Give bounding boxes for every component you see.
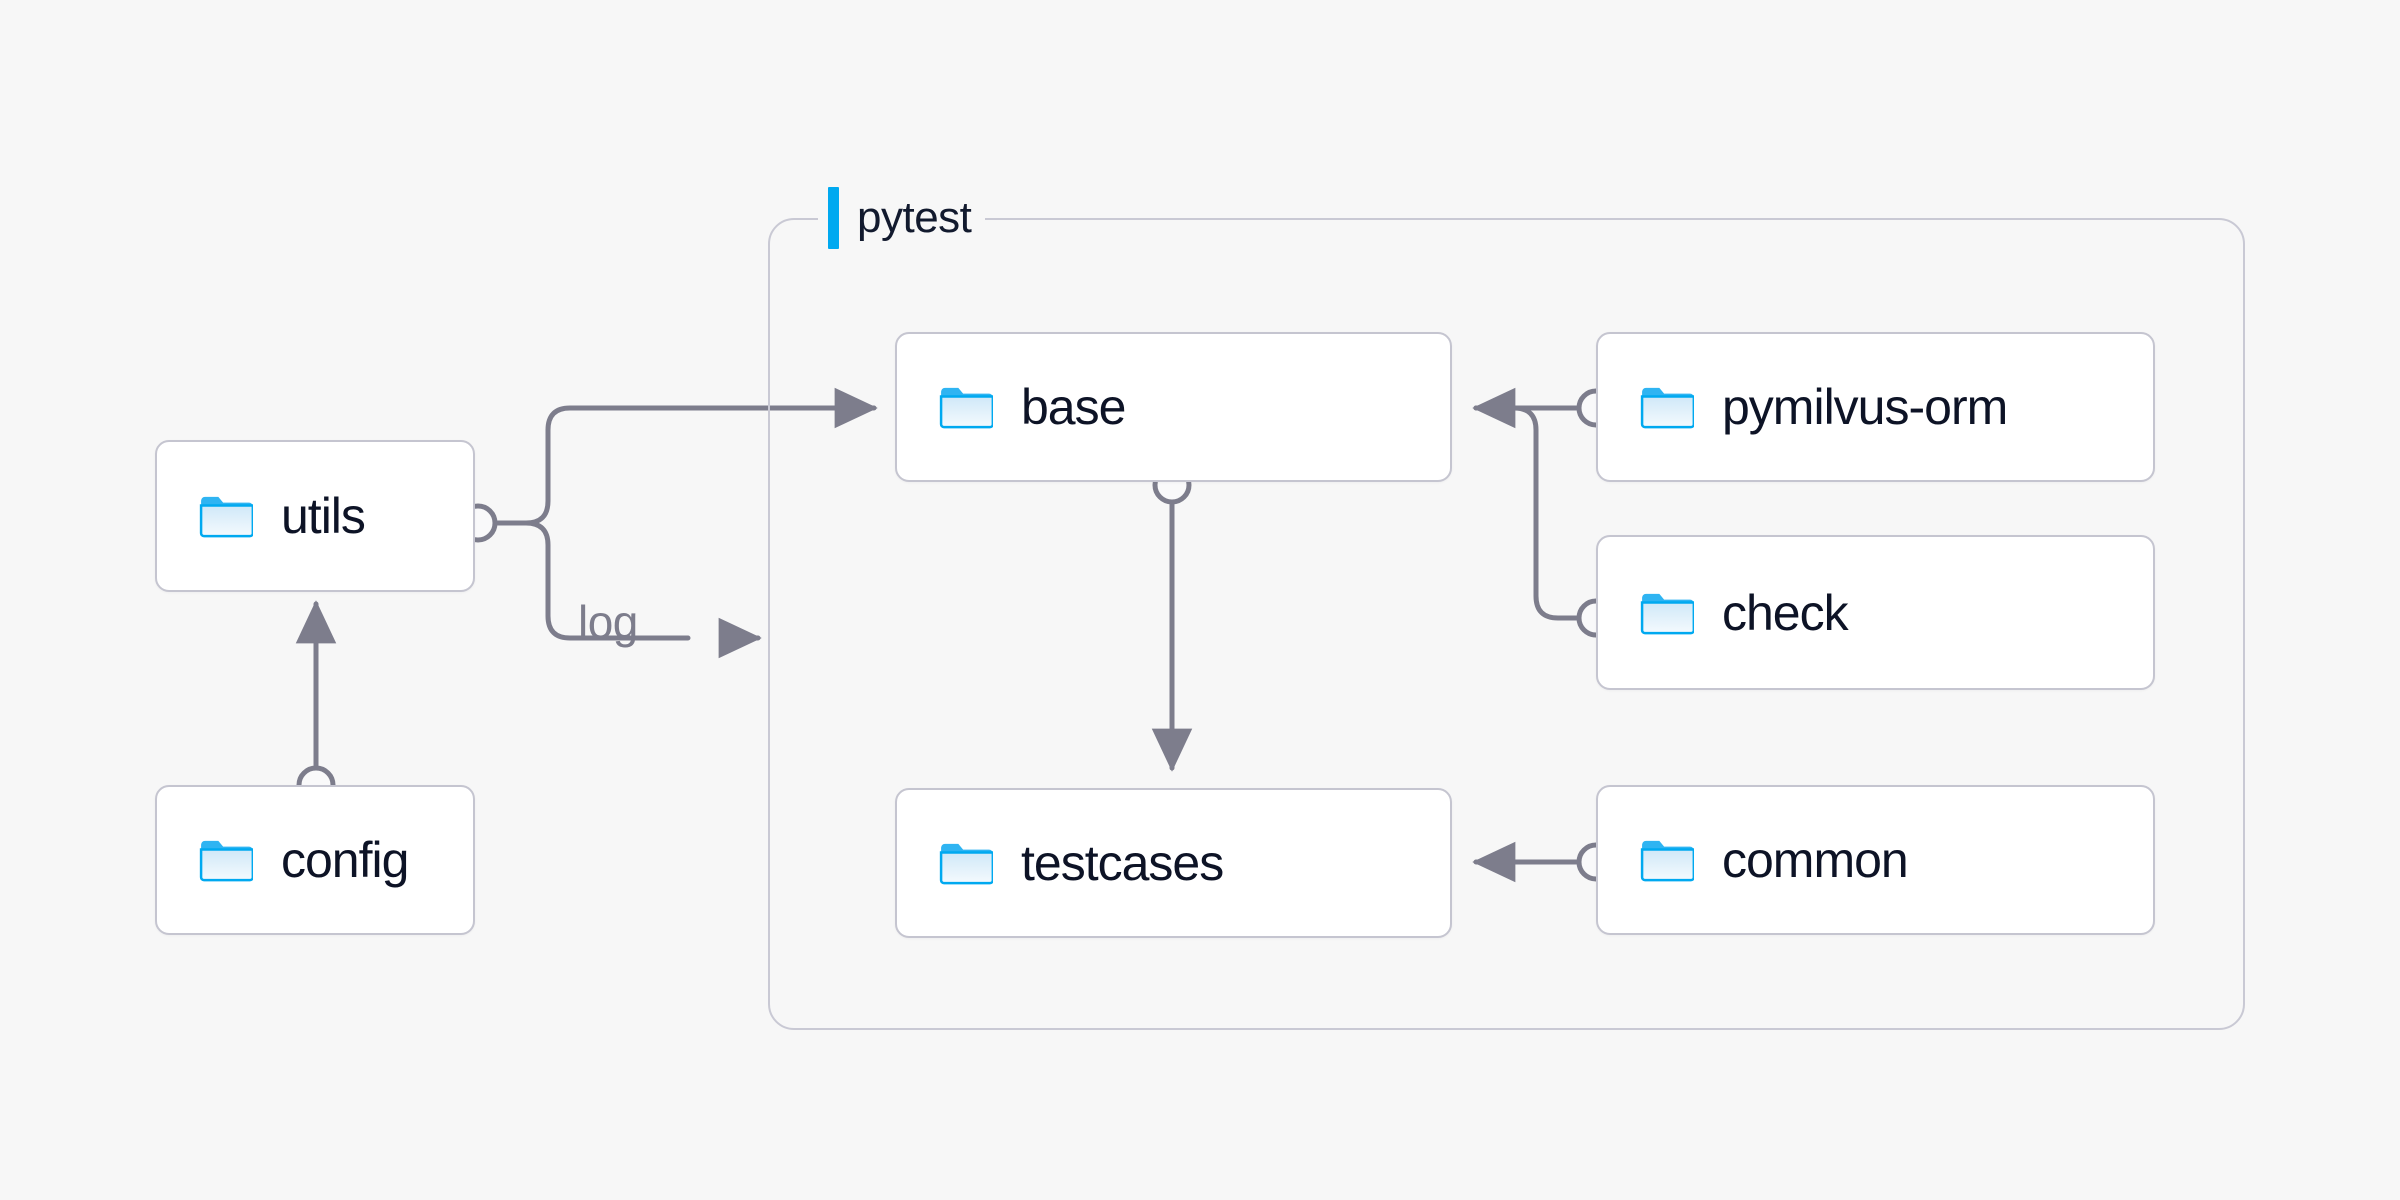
edge-label-log: log [578,596,638,648]
folder-icon [199,496,253,538]
node-label: utils [281,488,366,544]
node-label: base [1021,379,1126,435]
node-label: config [281,832,409,888]
folder-icon [1640,387,1694,429]
node-utils[interactable]: utils [155,440,475,592]
folder-icon [939,843,993,885]
node-base[interactable]: base [895,332,1452,482]
node-label: pymilvus-orm [1722,379,2008,435]
node-label: testcases [1021,835,1224,891]
node-pymilvus-orm[interactable]: pymilvus-orm [1596,332,2155,482]
group-accent-bar [828,187,839,249]
node-check[interactable]: check [1596,535,2155,690]
node-testcases[interactable]: testcases [895,788,1452,938]
folder-icon [939,387,993,429]
node-label: check [1722,584,1849,641]
node-common[interactable]: common [1596,785,2155,935]
group-pytest-label: pytest [857,193,972,242]
node-config[interactable]: config [155,785,475,935]
node-label: common [1722,832,1909,888]
folder-icon [199,840,253,882]
group-pytest-label-wrap[interactable]: pytest [818,186,986,250]
folder-icon [1640,840,1694,882]
folder-icon [1640,593,1694,634]
group-pytest[interactable] [768,218,2245,1030]
